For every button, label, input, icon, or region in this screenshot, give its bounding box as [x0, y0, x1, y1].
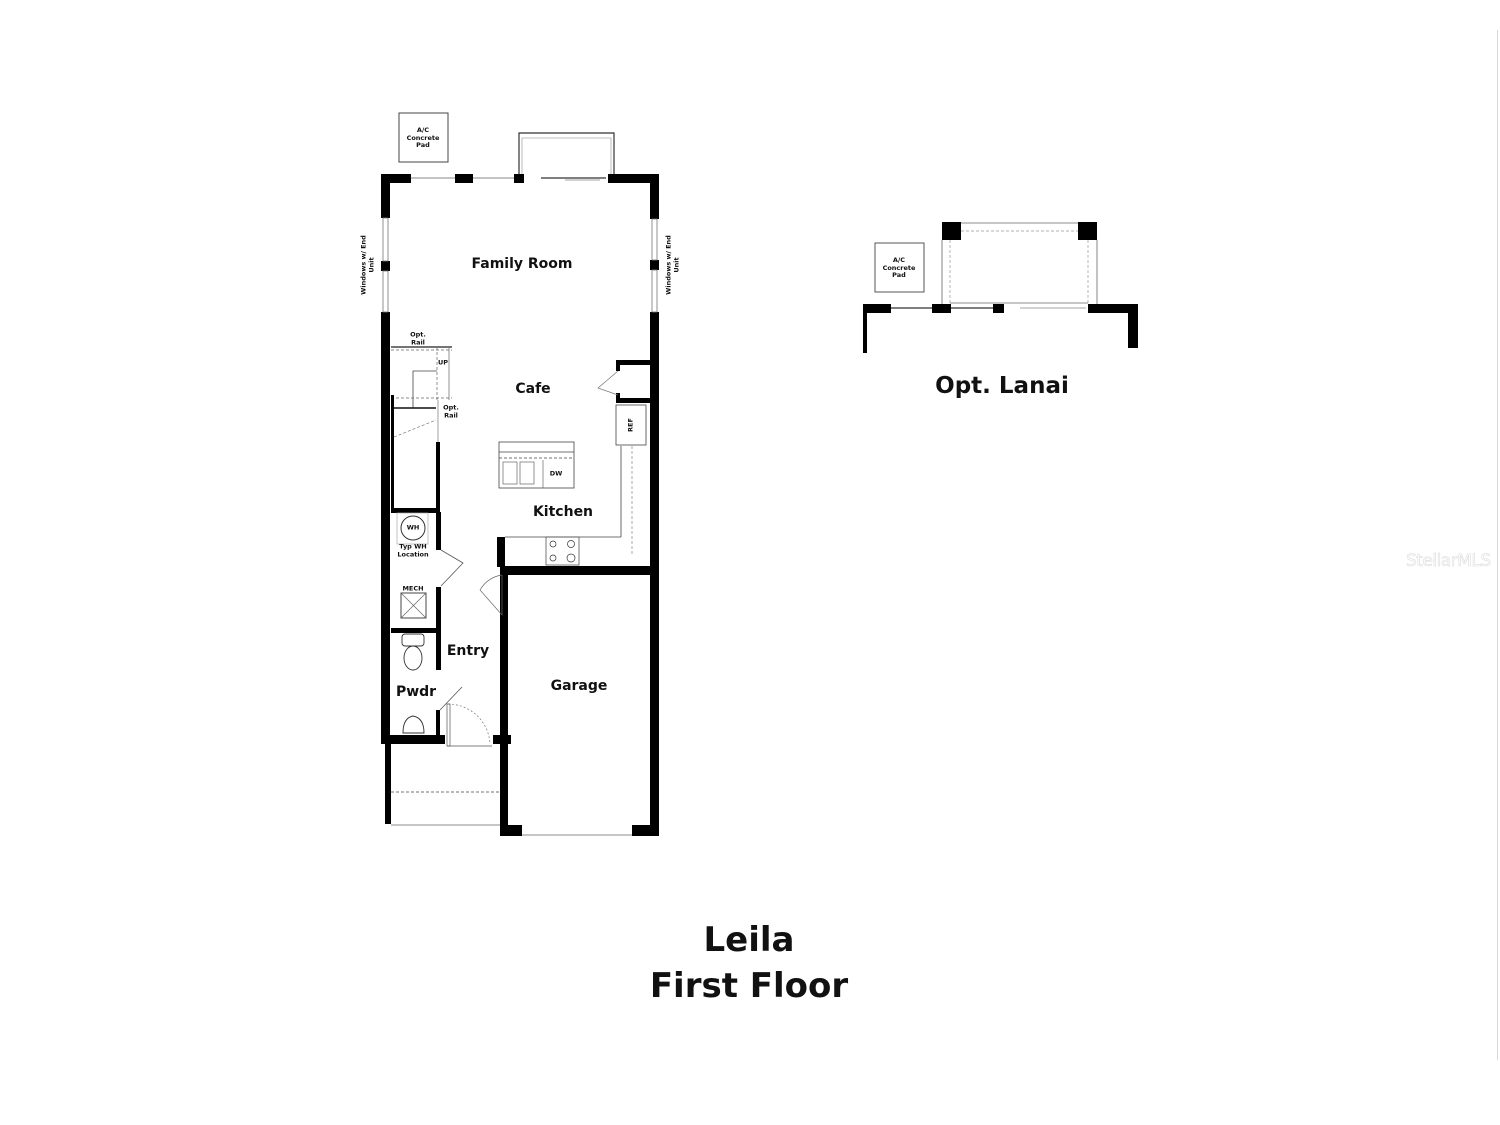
- room-family-room: Family Room: [471, 256, 573, 272]
- windows-right-label: Windows w/ End Unit: [664, 235, 681, 295]
- dw-label: DW: [549, 469, 563, 478]
- lanai-plan: [863, 222, 1138, 353]
- room-kitchen: Kitchen: [532, 504, 594, 520]
- lanai-title: Opt. Lanai: [935, 373, 1069, 399]
- ac-pad-main: [398, 112, 449, 163]
- opt-rail-top-label: Opt. Rail: [410, 330, 426, 346]
- ac-pad-lanai: [874, 242, 925, 293]
- room-cafe: Cafe: [515, 381, 551, 397]
- room-garage: Garage: [550, 678, 608, 694]
- main-floor-plan: [381, 112, 659, 836]
- ac-pad-label: A/C Concrete Pad: [406, 125, 440, 149]
- room-pwdr: Pwdr: [395, 684, 437, 700]
- wh-location-label: Typ WH Location: [397, 542, 429, 558]
- wh-label: WH: [406, 523, 420, 532]
- edge-divider: [1497, 30, 1498, 1060]
- room-entry: Entry: [446, 643, 490, 659]
- plan-subtitle: First Floor: [649, 966, 849, 1006]
- windows-left-label: Windows w/ End Unit: [359, 235, 376, 295]
- watermark: StellarMLS: [1406, 551, 1492, 572]
- ref-label: REF: [626, 418, 635, 432]
- opt-rail-side-label: Opt. Rail: [443, 403, 459, 419]
- plan-title: Leila: [703, 920, 795, 960]
- mech-label: MECH: [402, 584, 424, 593]
- stairs-up-label: UP: [437, 358, 449, 367]
- lanai-ac-pad-label: A/C Concrete Pad: [882, 255, 916, 279]
